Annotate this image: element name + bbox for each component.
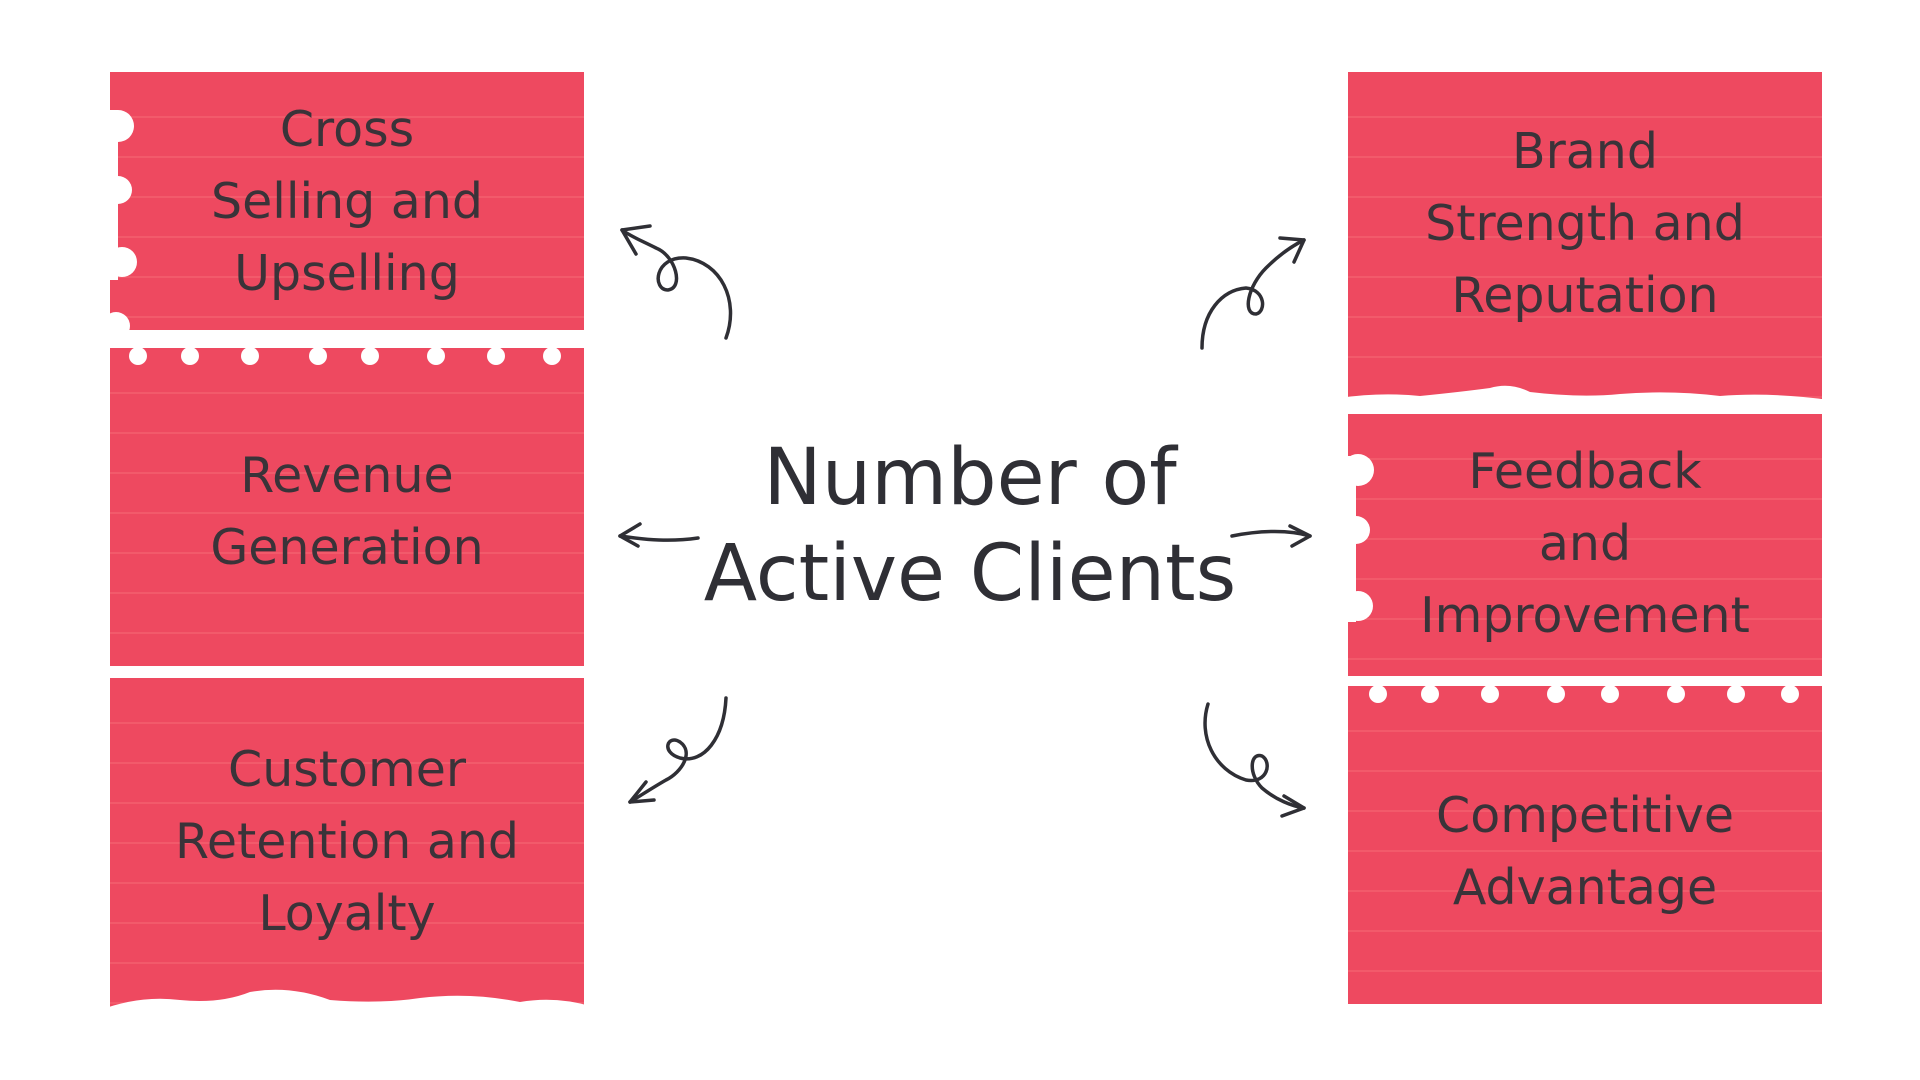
note-revenue-generation: Revenue Generation bbox=[110, 348, 584, 666]
arrow-lower-right bbox=[1203, 702, 1306, 810]
note-revenue-generation-text: Revenue Generation bbox=[210, 447, 484, 576]
note-cross-selling: Cross Selling and Upselling bbox=[110, 72, 584, 338]
arrow-upper-right bbox=[1200, 238, 1306, 350]
connector-arrows bbox=[618, 224, 1312, 818]
note-brand-strength: Brand Strength and Reputation bbox=[1348, 72, 1822, 406]
note-brand-strength-text: Brand Strength and Reputation bbox=[1425, 123, 1745, 324]
note-competitive-advantage: Competitive Advantage bbox=[1348, 686, 1822, 1004]
arrow-lower-left bbox=[628, 696, 728, 804]
arrow-middle-left bbox=[618, 534, 700, 542]
note-cross-selling-text: Cross Selling and Upselling bbox=[210, 101, 483, 302]
note-customer-retention-text: Customer Retention and Loyalty bbox=[174, 741, 520, 942]
center-title-line1: Number of bbox=[763, 433, 1177, 523]
note-feedback-improvement-text: Feedback and Improvement bbox=[1420, 443, 1750, 644]
center-title: Number of Active Clients bbox=[700, 430, 1240, 622]
note-customer-retention: Customer Retention and Loyalty bbox=[110, 678, 584, 1008]
note-feedback-improvement: Feedback and Improvement bbox=[1348, 414, 1822, 676]
torn-edges bbox=[100, 110, 1840, 1020]
arrow-upper-left bbox=[620, 228, 733, 340]
center-title-line2: Active Clients bbox=[703, 529, 1237, 619]
note-competitive-advantage-text: Competitive Advantage bbox=[1436, 787, 1734, 916]
arrow-middle-right bbox=[1230, 529, 1312, 538]
